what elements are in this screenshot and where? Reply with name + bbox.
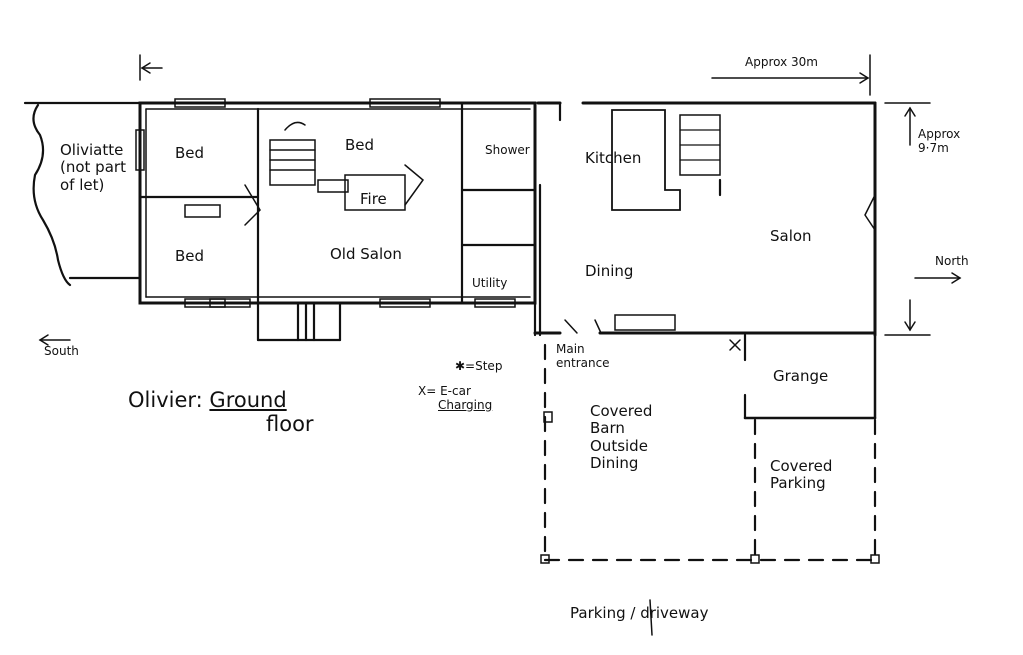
neighbor-boundary xyxy=(23,101,142,287)
north-label: North xyxy=(935,254,969,268)
dining-label: Dining xyxy=(585,262,634,280)
bed-2-label: Bed xyxy=(345,136,375,154)
kitchen-label: Kitchen xyxy=(585,149,642,167)
shower-label: Shower xyxy=(485,143,530,157)
fire-label: Fire xyxy=(360,190,387,208)
posts xyxy=(540,411,880,564)
salon-label: Salon xyxy=(770,227,812,245)
driveway-label: Parking / driveway xyxy=(570,604,709,622)
bed-1-label: Bed xyxy=(175,144,205,162)
barn-walls xyxy=(533,101,877,337)
utility-label: Utility xyxy=(472,276,508,290)
step-legend: ✱=Step xyxy=(455,359,503,373)
length-dimension: Approx 30m xyxy=(745,55,818,69)
bed-3-label: Bed xyxy=(175,247,205,265)
grange-label: Grange xyxy=(773,367,829,385)
grange-walls xyxy=(729,333,877,420)
south-label: South xyxy=(44,344,79,358)
dimension-markers xyxy=(38,54,962,636)
house-walls xyxy=(135,98,537,342)
covered-areas xyxy=(543,343,877,562)
old-salon-label: Old Salon xyxy=(330,245,402,263)
